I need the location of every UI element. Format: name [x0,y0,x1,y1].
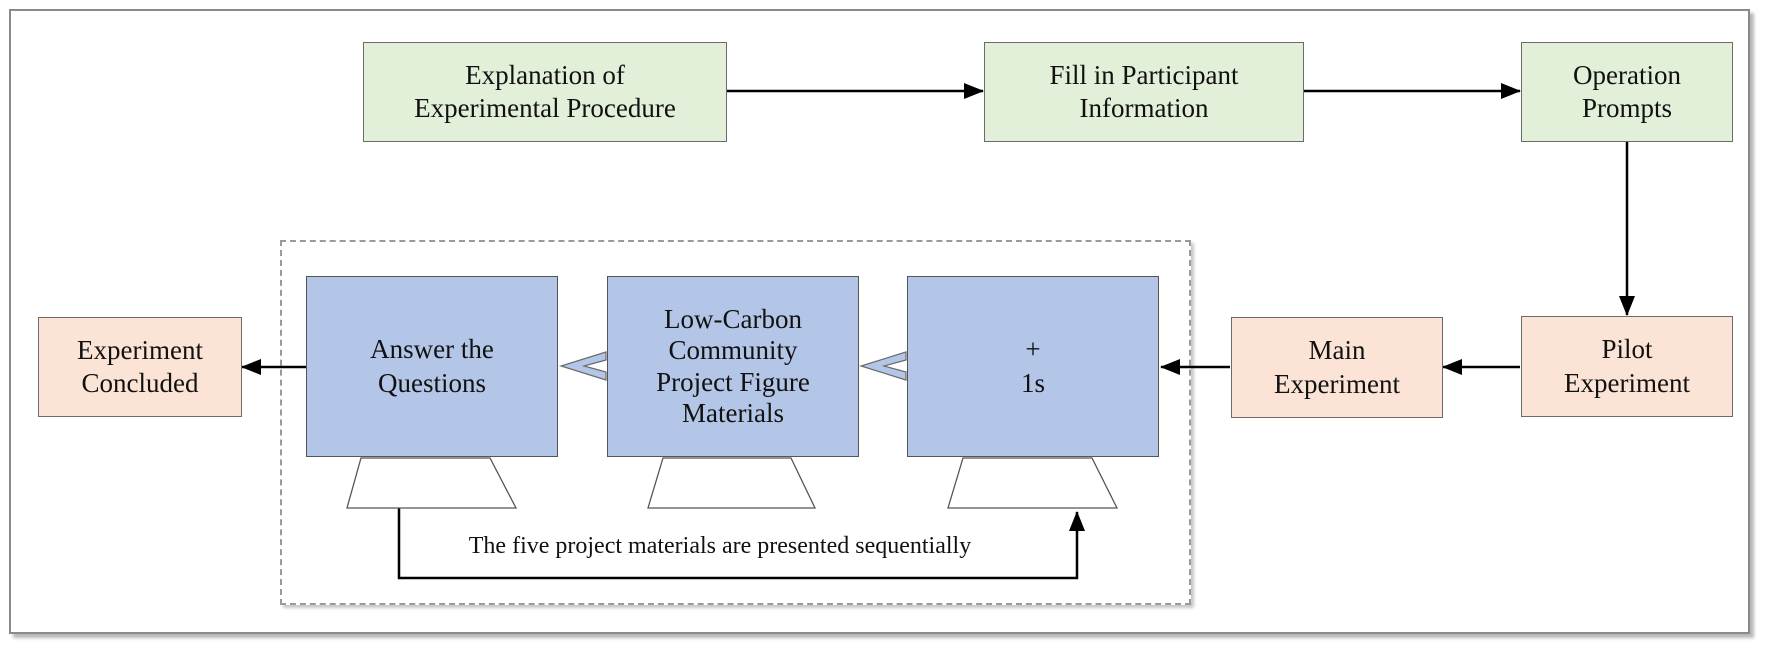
monitor-stand-fixation [947,457,1119,509]
screen-project-materials: Low-Carbon Community Project Figure Mate… [607,276,859,457]
chevron-fixation-to-materials-icon [858,351,907,381]
node-main-experiment: Main Experiment [1231,317,1443,418]
chevron-materials-to-answer-icon [558,351,607,381]
node-operation-prompts: Operation Prompts [1521,42,1733,142]
screen-fixation-cross: + 1s [907,276,1159,457]
node-fill-participant-info: Fill in Participant Information [984,42,1304,142]
node-pilot-experiment: Pilot Experiment [1521,316,1733,417]
monitor-stand-answer [346,457,518,509]
node-explanation-of-procedure: Explanation of Experimental Procedure [363,42,727,142]
monitor-stand-materials [647,457,817,509]
screen-answer-questions: Answer the Questions [306,276,558,457]
loop-caption: The five project materials are presented… [468,533,972,559]
node-experiment-concluded: Experiment Concluded [38,317,242,417]
loop-arrow-answer-to-fixation [397,508,1085,580]
